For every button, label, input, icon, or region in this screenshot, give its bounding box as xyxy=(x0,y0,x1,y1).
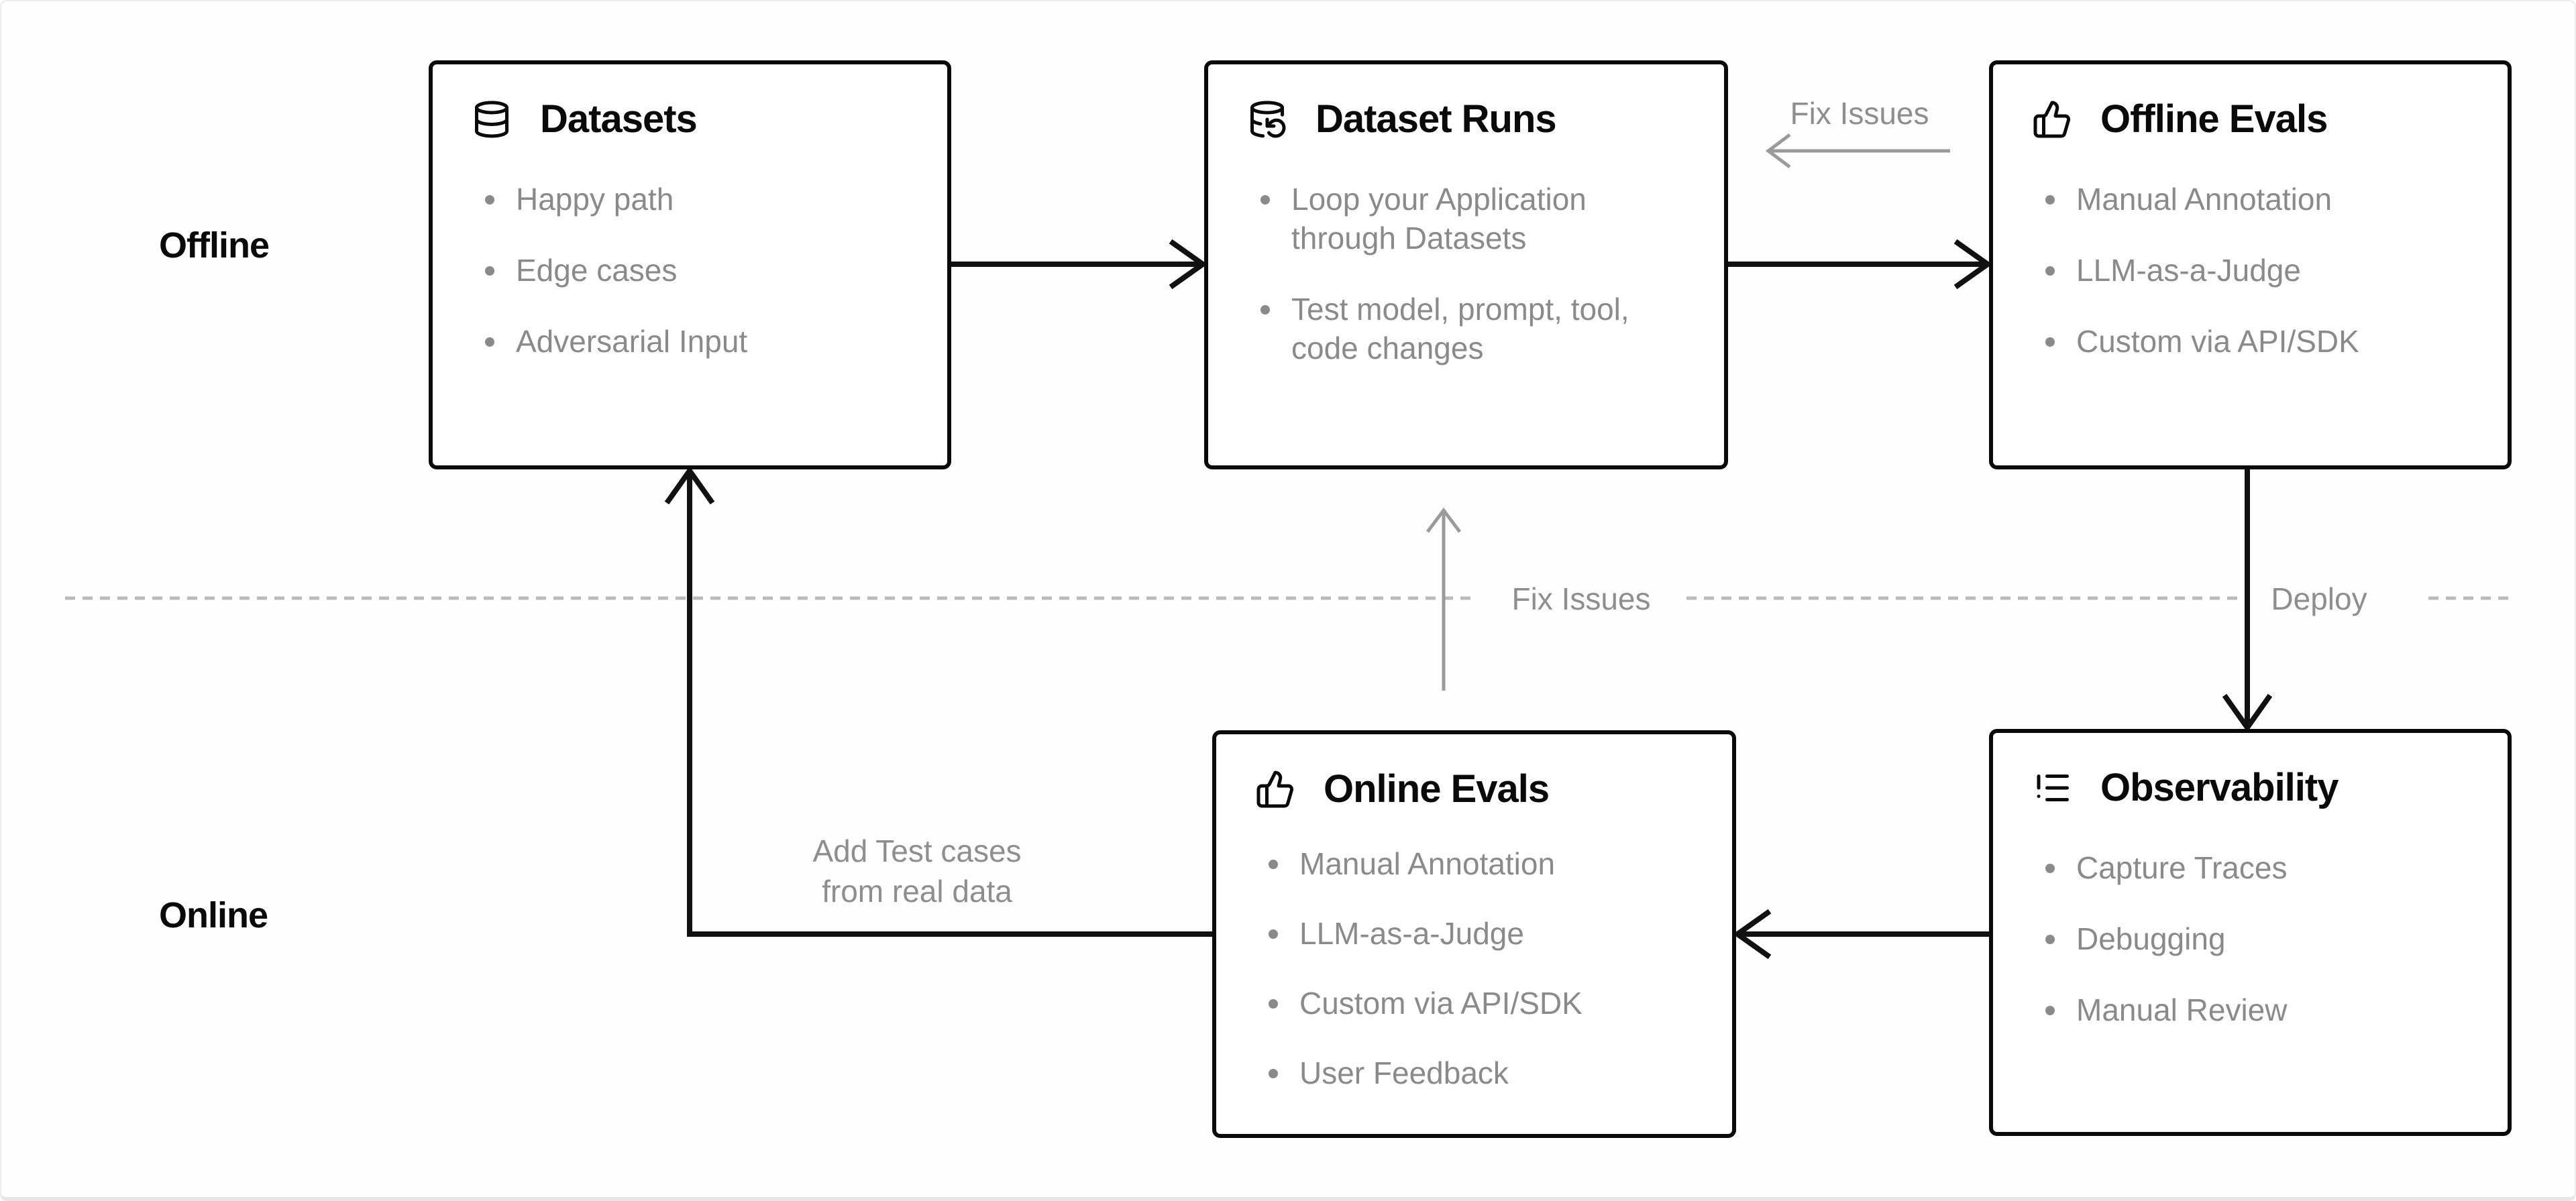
arrowhead-right-icon xyxy=(1169,239,1208,290)
thumbs-up-icon xyxy=(2032,99,2072,139)
list-item: Custom via API/SDK xyxy=(1265,984,1702,1023)
edge-label-fix-issues-top: Fix Issues xyxy=(1790,96,1929,131)
node-title: Datasets xyxy=(540,97,698,141)
logs-icon xyxy=(2032,768,2072,808)
node-header: Datasets xyxy=(433,64,947,141)
list-item: LLM-as-a-Judge xyxy=(1265,915,1702,954)
lane-label-offline: Offline xyxy=(159,225,270,266)
node-title: Observability xyxy=(2100,766,2339,809)
arrowhead-up-icon xyxy=(664,466,715,505)
node-offline-evals: Offline Evals Manual Annotation LLM-as-a… xyxy=(1989,60,2512,469)
list-item: Manual Annotation xyxy=(1265,845,1702,884)
list-item: Debugging xyxy=(2041,920,2479,959)
node-header: Offline Evals xyxy=(1993,64,2508,141)
node-observability: Observability Capture Traces Debugging M… xyxy=(1989,729,2512,1136)
list-item: Happy path xyxy=(481,180,918,219)
database-runs-icon xyxy=(1247,99,1287,139)
node-header: Online Evals xyxy=(1216,734,1732,811)
list-item: User Feedback xyxy=(1265,1054,1702,1093)
thumbs-up-icon xyxy=(1255,769,1295,809)
node-item-list: Manual Annotation LLM-as-a-Judge Custom … xyxy=(1216,845,1732,1093)
list-item: Manual Review xyxy=(2041,991,2479,1030)
node-header: Dataset Runs xyxy=(1208,64,1724,141)
flow-arrows xyxy=(664,239,2273,960)
edge-label-add-test-cases: Add Test cases from real data xyxy=(812,834,1022,909)
list-item: Custom via API/SDK xyxy=(2041,323,2479,361)
arrowhead-up-icon xyxy=(1426,507,1461,533)
database-icon xyxy=(472,99,512,139)
list-item: Test model, prompt, tool, code changes xyxy=(1256,290,1694,368)
arrowhead-down-icon xyxy=(2222,693,2273,732)
edge-label-fix-issues-mid: Fix Issues xyxy=(1511,581,1651,616)
node-title: Online Evals xyxy=(1324,767,1550,811)
node-online-evals: Online Evals Manual Annotation LLM-as-a-… xyxy=(1212,730,1736,1138)
feedback-arrows xyxy=(1426,133,1950,691)
list-item: Adversarial Input xyxy=(481,323,918,361)
node-item-list: Capture Traces Debugging Manual Review xyxy=(1993,849,2508,1030)
arrowhead-left-icon xyxy=(1765,133,1791,168)
node-title: Dataset Runs xyxy=(1316,97,1557,141)
node-header: Observability xyxy=(1993,733,2508,810)
edge-label-deploy: Deploy xyxy=(2271,581,2367,616)
list-item: Loop your Application through Datasets xyxy=(1256,180,1694,258)
node-dataset-runs: Dataset Runs Loop your Application throu… xyxy=(1204,60,1728,469)
lane-label-online: Online xyxy=(159,895,268,935)
list-item: Manual Annotation xyxy=(2041,180,2479,219)
node-item-list: Happy path Edge cases Adversarial Input xyxy=(433,180,947,361)
node-title: Offline Evals xyxy=(2100,97,2328,141)
node-datasets: Datasets Happy path Edge cases Adversari… xyxy=(429,60,951,469)
list-item: Edge cases xyxy=(481,251,918,290)
node-item-list: Loop your Application through Datasets T… xyxy=(1208,180,1724,368)
list-item: LLM-as-a-Judge xyxy=(2041,251,2479,290)
arrow-online-evals-to-datasets xyxy=(687,473,1212,937)
arrowhead-left-icon xyxy=(1733,909,1772,960)
arrowhead-right-icon xyxy=(1953,239,1992,290)
list-item: Capture Traces xyxy=(2041,849,2479,888)
node-item-list: Manual Annotation LLM-as-a-Judge Custom … xyxy=(1993,180,2508,361)
